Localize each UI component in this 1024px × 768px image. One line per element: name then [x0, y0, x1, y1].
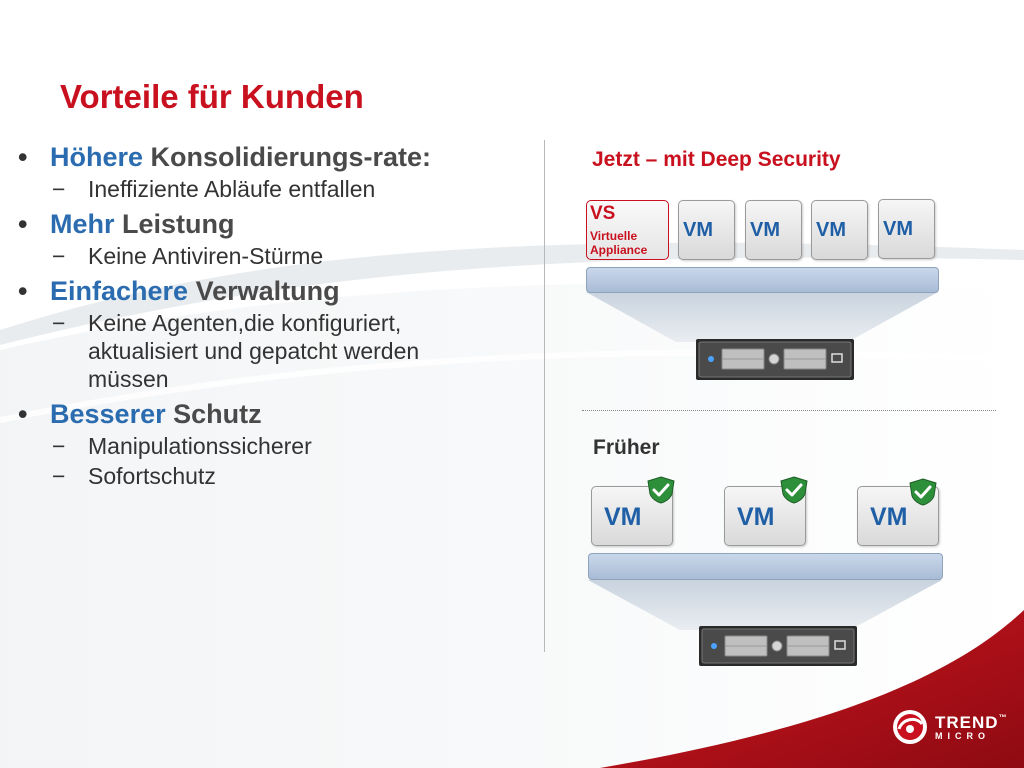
shield-check-icon [909, 478, 937, 506]
sub-bullet-dash: − [52, 310, 66, 336]
sub-bullet-text: Manipulationssicherer [88, 433, 312, 459]
sub-bullet: − Keine Antiviren-Stürme [18, 242, 538, 270]
sub-bullet-dash: − [52, 433, 66, 459]
bullet-highlight: Höhere [50, 142, 144, 172]
shield-check-icon [647, 476, 675, 504]
bullet-consolidation: • Höhere Konsolidierungs-rate: [18, 142, 538, 173]
vm-label: VM [870, 503, 908, 531]
sub-bullet-text: Ineffiziente Abläufe entfallen [88, 176, 376, 202]
bullet-text: Konsolidierungs-rate: [143, 142, 432, 172]
vm-label: VM [883, 218, 913, 240]
horizontal-divider [582, 410, 996, 411]
page-title: Vorteile für Kunden [60, 78, 364, 115]
now-heading: Jetzt – mit Deep Security [592, 148, 841, 171]
bullet-highlight: Besserer [50, 399, 166, 429]
vm-label: VM [816, 219, 846, 241]
bullet-dot: • [18, 209, 28, 239]
vm-label: VM [750, 219, 780, 241]
sub-bullet: − Keine Agenten,die konfiguriert, aktual… [18, 309, 488, 393]
sub-bullet: − Ineffiziente Abläufe entfallen [18, 175, 538, 203]
bullet-management: • Einfachere Verwaltung [18, 276, 538, 307]
logo-swirl-icon [893, 710, 927, 744]
sub-bullet: − Sofortschutz [18, 462, 538, 490]
sub-bullet-dash: − [52, 463, 66, 489]
shield-check-icon [780, 476, 808, 504]
sub-bullet-text: Sofortschutz [88, 463, 216, 489]
funnel-shape [586, 292, 938, 342]
bullet-highlight: Mehr [50, 209, 115, 239]
bullet-highlight: Einfachere [50, 276, 189, 306]
hypervisor-bar [588, 553, 943, 580]
server-icon [699, 626, 857, 666]
vm-box: VM [878, 199, 935, 259]
sub-bullet-dash: − [52, 243, 66, 269]
sub-bullet: − Manipulationssicherer [18, 432, 538, 460]
logo-text-trend: TREND™ [935, 713, 1007, 732]
sub-bullet-text: Keine Agenten,die konfiguriert, aktualis… [88, 310, 420, 392]
server-icon [696, 339, 854, 380]
bullet-dot: • [18, 276, 28, 306]
vm-label: VM [683, 219, 713, 241]
before-heading: Früher [593, 436, 660, 459]
sub-bullet-dash: − [52, 176, 66, 202]
benefit-list: • Höhere Konsolidierungs-rate: − Ineffiz… [18, 142, 538, 490]
sub-bullet-text: Keine Antiviren-Stürme [88, 243, 324, 269]
bullet-performance: • Mehr Leistung [18, 209, 538, 240]
bullet-text: Verwaltung [188, 276, 340, 306]
bullet-text: Leistung [114, 209, 235, 239]
bullet-dot: • [18, 142, 28, 172]
vm-box: VM [745, 200, 802, 260]
bullet-dot: • [18, 399, 28, 429]
bullet-protection: • Besserer Schutz [18, 399, 538, 430]
vertical-divider [544, 140, 545, 652]
vs-title: VS [590, 203, 616, 224]
vm-label: VM [604, 503, 642, 531]
bullet-text: Schutz [165, 399, 262, 429]
vm-box: VM [678, 200, 735, 260]
vm-box: VM [811, 200, 868, 260]
logo-text-micro: MICRO [935, 731, 990, 741]
vm-label: VM [737, 503, 775, 531]
funnel-shape [588, 580, 942, 630]
hypervisor-bar [586, 267, 939, 293]
